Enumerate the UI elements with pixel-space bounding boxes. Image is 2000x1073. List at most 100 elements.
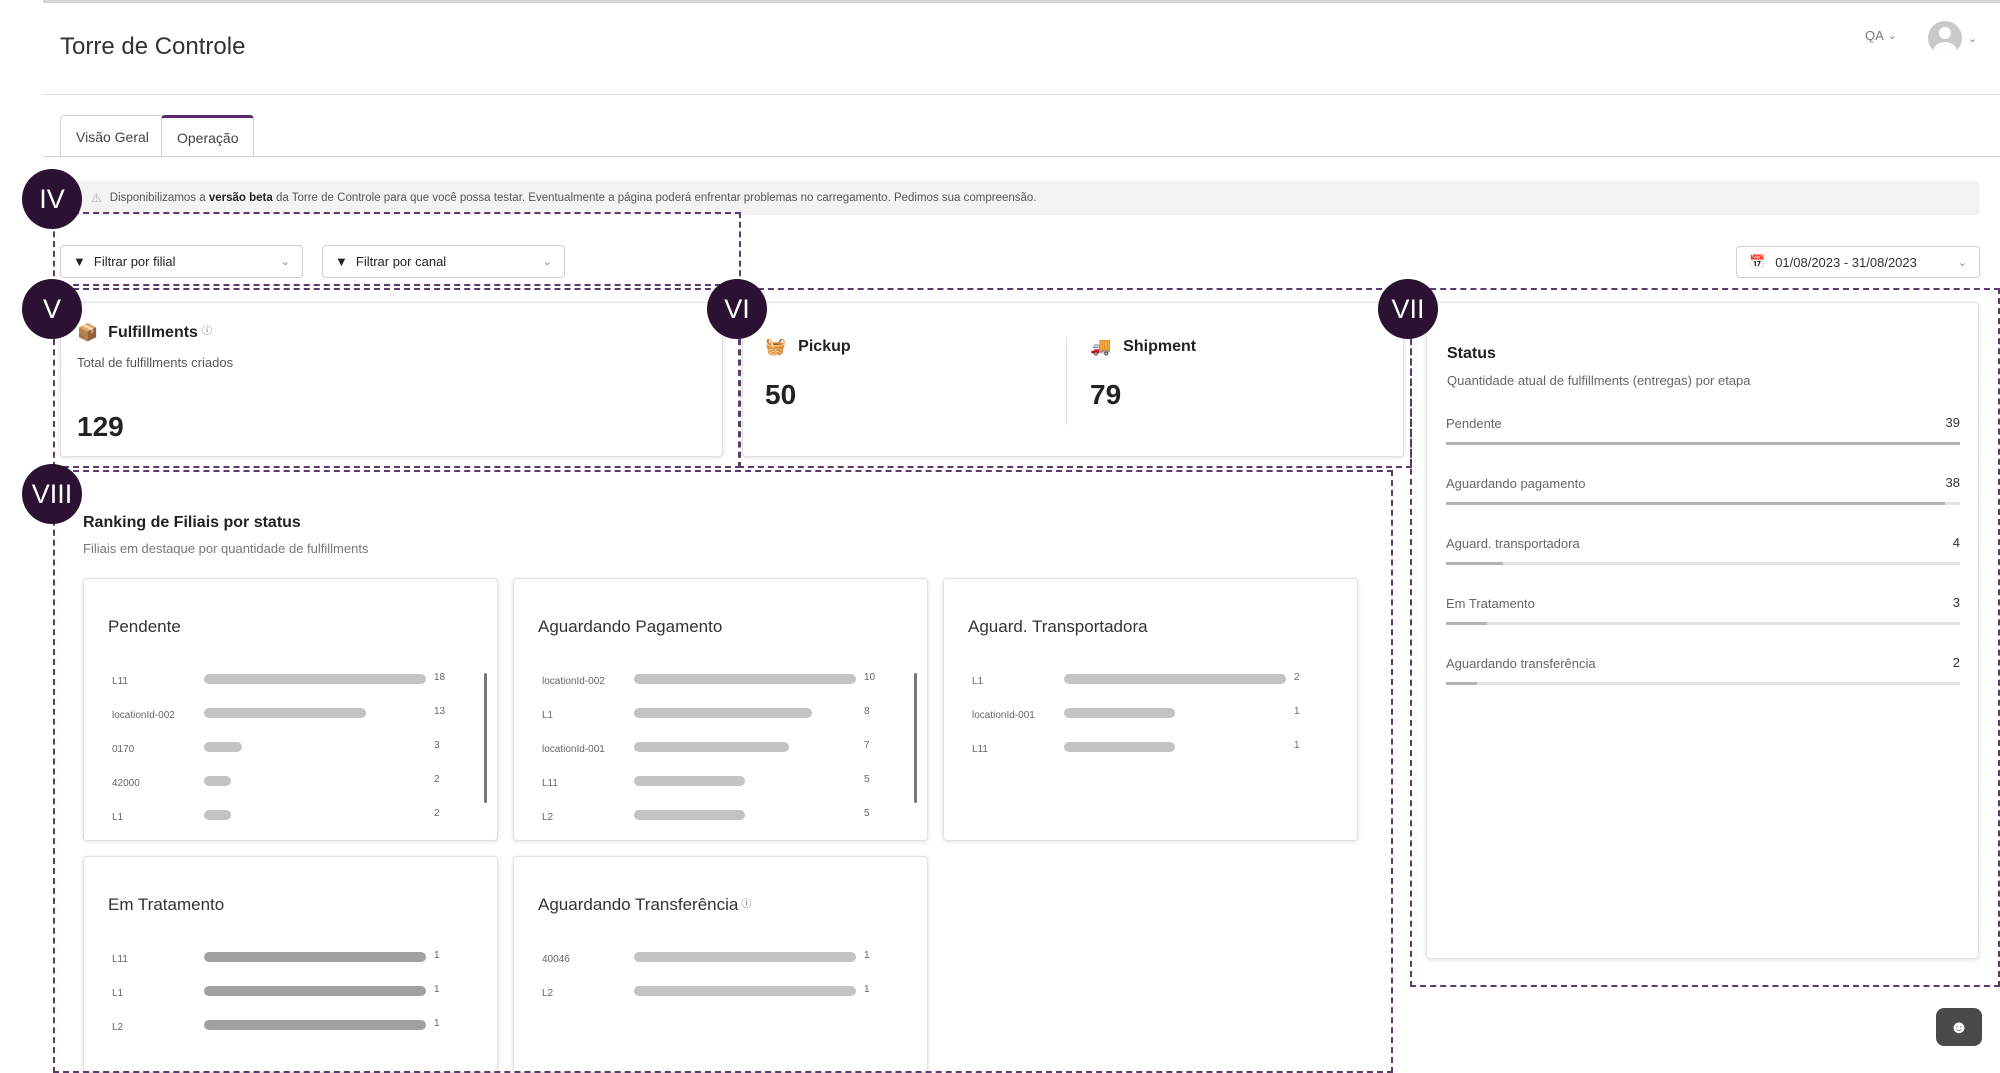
status-row-track (1446, 442, 1960, 445)
ranking-row-value: 1 (434, 1018, 440, 1029)
ranking-row-bar (1064, 708, 1175, 718)
tabs-divider (43, 156, 2000, 157)
ranking-row-bar (634, 674, 856, 684)
annotation-frame-viii (53, 470, 1393, 1073)
annotation-frame-v (53, 288, 741, 468)
ranking-row-bar (204, 1020, 426, 1030)
ranking-card-title: Aguard. Transportadora (968, 617, 1148, 636)
status-row-track (1446, 502, 1960, 505)
ranking-row-value: 13 (434, 706, 446, 717)
status-row-bar (1446, 442, 1960, 445)
ranking-row-bar (634, 708, 812, 718)
beta-banner: ⚠ Disponibilizamos a versão beta da Torr… (77, 181, 1979, 215)
ranking-row-label: L1 (112, 988, 124, 999)
date-range-picker[interactable]: 📅 01/08/2023 - 31/08/2023 ⌄ (1736, 246, 1980, 278)
pickup-value: 50 (765, 379, 797, 410)
status-row-label: Pendente (1446, 416, 1502, 431)
status-row-bar (1446, 502, 1945, 505)
status-row: Pendente 39 (1446, 415, 1960, 445)
filter-icon: ▼ (73, 254, 86, 269)
status-row-value: 2 (1952, 655, 1960, 670)
status-row-track (1446, 622, 1960, 625)
ranking-row-label: L1 (972, 676, 984, 687)
ranking-row-label: L2 (542, 812, 554, 823)
warning-icon: ⚠ (91, 191, 102, 205)
beta-banner-text: Disponibilizamos a versão beta da Torre … (109, 192, 1037, 204)
status-row: Aguardando transferência 2 (1446, 655, 1960, 685)
basket-icon: 🧺 (765, 337, 787, 356)
status-row-label: Em Tratamento (1446, 596, 1535, 611)
ranking-row-value: 5 (864, 774, 870, 785)
top-border (43, 0, 2000, 3)
avatar (1928, 21, 1962, 55)
user-name: QA (1865, 28, 1884, 43)
status-row-bar (1446, 562, 1503, 565)
ranking-row-label: locationId-002 (112, 710, 175, 721)
channel-filter-dropdown[interactable]: ▼Filtrar por canal ⌄ (322, 245, 565, 278)
channel-filter-label: Filtrar por canal (355, 254, 447, 269)
pickup-title: Pickup (798, 338, 851, 355)
truck-icon: 🚚 (1090, 337, 1112, 356)
ranking-subtitle: Filiais em destaque por quantidade de fu… (83, 541, 369, 556)
avatar-menu[interactable]: ⌄ (1928, 21, 1977, 55)
ranking-row-value: 1 (434, 950, 440, 961)
ranking-row-label: 40046 (542, 954, 570, 965)
ranking-row-label: L11 (972, 744, 988, 755)
annotation-frame-vii (1410, 288, 2000, 987)
chevron-down-icon: ⌄ (1957, 256, 1967, 269)
status-row-bar (1446, 682, 1477, 685)
branch-filter-dropdown[interactable]: ▼Filtrar por filial ⌄ (60, 245, 303, 278)
ranking-row-label: 42000 (112, 778, 140, 789)
ranking-row-value: 2 (1294, 672, 1300, 683)
status-subtitle: Quantidade atual de fulfillments (entreg… (1447, 373, 1751, 388)
ranking-row-label: L1 (112, 812, 124, 823)
ranking-row-value: 7 (864, 740, 870, 751)
ranking-row-label: locationId-001 (972, 710, 1035, 721)
ranking-row-bar (634, 952, 856, 962)
status-row-value: 4 (1952, 535, 1960, 550)
ranking-row-value: 18 (434, 672, 446, 683)
ranking-row-value: 1 (864, 950, 870, 961)
ranking-card-title: Aguardando Pagamento (538, 617, 723, 636)
chevron-down-icon: ⌄ (1968, 32, 1978, 45)
ranking-row-label: L11 (112, 676, 128, 687)
tab-operacao[interactable]: Operação (161, 115, 255, 157)
status-row-label: Aguard. transportadora (1446, 536, 1580, 551)
ranking-row-label: L2 (112, 1022, 124, 1033)
ranking-title: Ranking de Filiais por status (83, 514, 301, 531)
ranking-row-value: 2 (434, 774, 440, 785)
tab-visao-geral[interactable]: Visão Geral (60, 115, 165, 157)
chat-bot-icon: ☻ (1949, 1016, 1969, 1037)
ranking-card-scrollbar[interactable] (914, 673, 917, 803)
ranking-row-bar (204, 674, 426, 684)
pickup-shipment-card: 🧺 Pickup 50 🚚 Shipment 79 (742, 302, 1404, 457)
status-card: Status Quantidade atual de fulfillments … (1426, 302, 1979, 959)
ranking-row-value: 2 (434, 808, 440, 819)
ranking-row-bar (634, 742, 790, 752)
status-row-value: 39 (1945, 415, 1960, 430)
shipment-title: Shipment (1123, 338, 1197, 355)
status-row-value: 38 (1945, 475, 1960, 490)
status-row-label: Aguardando transferência (1446, 656, 1596, 671)
ranking-row-value: 5 (864, 808, 870, 819)
filter-icon: ▼ (335, 254, 348, 269)
ranking-row-bar (204, 986, 426, 996)
page-title: Torre de Controle (60, 33, 246, 60)
ranking-row-value: 10 (864, 672, 876, 683)
status-row-track (1446, 562, 1960, 565)
info-icon[interactable]: ⓘ (741, 899, 752, 910)
shipment-value: 79 (1090, 379, 1122, 410)
ranking-card-scrollbar[interactable] (484, 673, 487, 803)
info-icon[interactable]: ⓘ (201, 325, 212, 337)
status-row: Aguard. transportadora 4 (1446, 535, 1960, 565)
user-menu[interactable]: QA ⌄ (1865, 28, 1897, 43)
fulfillments-value: 129 (77, 411, 124, 442)
ranking-row-label: locationId-001 (542, 744, 605, 755)
chat-widget-button[interactable]: ☻ (1936, 1008, 1982, 1046)
ranking-card-title: Em Tratamento (108, 895, 225, 914)
ranking-row-bar (204, 742, 242, 752)
